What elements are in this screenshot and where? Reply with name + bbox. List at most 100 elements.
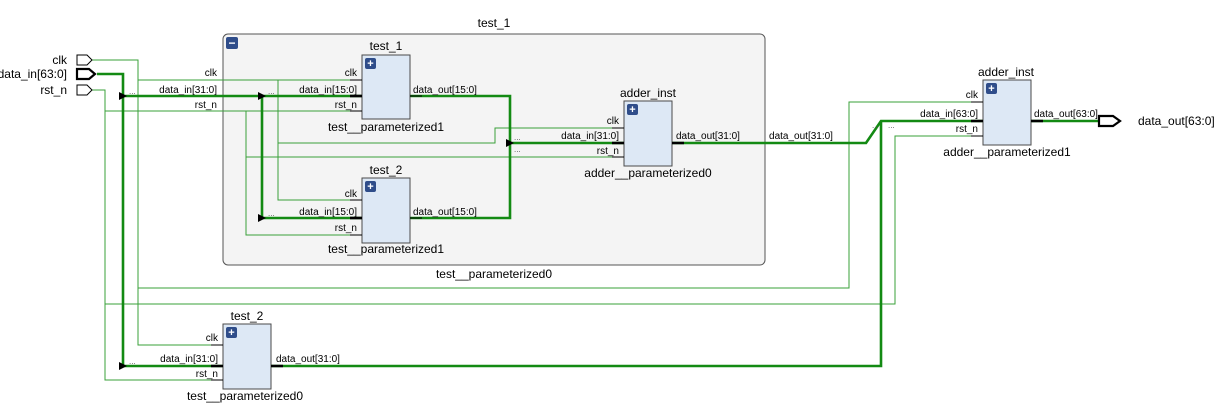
cell-pin-clk: clk — [607, 116, 620, 127]
bus-ellipsis: ... — [268, 209, 275, 218]
bus-taps — [119, 92, 514, 370]
top-ports: clk data_in[63:0] rst_n data_out[63:0] — [0, 53, 1215, 128]
cell-pin-rst-n: rst_n — [335, 100, 357, 111]
expand-button[interactable]: + — [226, 327, 237, 339]
bus-ellipsis: ... — [129, 87, 136, 96]
cell-inner-test-1[interactable]: test_1 + clk data_in[15:0] rst_n data_ou… — [299, 39, 477, 134]
pin-stubs — [350, 79, 422, 112]
hier-block-title: test_1 — [478, 16, 511, 30]
bus-ellipsis: ... — [129, 357, 136, 366]
cell-pin-data-out: data_out[15:0] — [413, 207, 477, 218]
collapse-button[interactable]: − — [226, 36, 238, 50]
expand-glyph: + — [367, 58, 373, 70]
pin-stubs — [971, 101, 983, 137]
expand-icon — [627, 104, 638, 115]
hier-pin-rst-n: rst_n — [195, 100, 217, 111]
cell-pin-data-out: data_out[31:0] — [276, 354, 340, 365]
bus-data-in-main[interactable] — [97, 72, 223, 368]
bus-wires — [97, 72, 1098, 368]
bus-test-2-out[interactable] — [262, 121, 883, 368]
tap-arrow-icon — [119, 92, 127, 100]
net-rst-inner[interactable] — [245, 111, 624, 236]
cell-top-test-2[interactable]: test_2 + clk data_in[31:0] rst_n data_ou… — [160, 309, 340, 403]
input-bus-port-icon — [75, 67, 97, 81]
cell-pin-data-out: data_out[31:0] — [676, 131, 740, 142]
net-clk-top-adder[interactable] — [138, 101, 983, 289]
cell-pin-data-in: data_in[15:0] — [299, 85, 357, 96]
hier-pin-data-in: data_in[31:0] — [159, 85, 217, 96]
port-clk[interactable]: clk — [52, 53, 93, 67]
port-label-data-out: data_out[63:0] — [1138, 114, 1215, 128]
hier-pin-clk: clk — [205, 68, 218, 79]
cell-subtitle: adder__parameterized0 — [584, 166, 712, 180]
cell-pin-rst-n: rst_n — [956, 124, 978, 135]
port-label-data-in: data_in[63:0] — [0, 67, 67, 81]
net-clk-inner[interactable] — [277, 79, 624, 201]
port-data-out[interactable]: data_out[63:0] — [1097, 114, 1215, 128]
net-rst-top-adder[interactable] — [105, 135, 983, 305]
expand-glyph: + — [228, 327, 234, 339]
cell-pin-rst-n: rst_n — [196, 369, 218, 380]
cell-pin-clk: clk — [206, 333, 219, 344]
port-label-clk: clk — [52, 53, 68, 67]
expand-icon — [226, 327, 237, 338]
cell-pin-data-in: data_in[31:0] — [160, 354, 218, 365]
pin-stubs — [350, 199, 422, 236]
expand-button[interactable]: + — [986, 83, 997, 95]
bus-inner-outputs[interactable] — [410, 94, 512, 220]
cell-pin-data-in: data_in[31:0] — [561, 131, 619, 142]
expand-button[interactable]: + — [365, 181, 376, 193]
cell-subtitle: adder__parameterized1 — [943, 145, 1071, 159]
expand-icon — [365, 58, 376, 69]
hier-block-frame — [222, 33, 766, 266]
signal-wires — [91, 59, 983, 381]
tap-arrow-icon — [506, 139, 514, 147]
cell-pin-data-in: data_in[15:0] — [299, 207, 357, 218]
cell-title: test_2 — [231, 309, 264, 323]
cell-pin-data-in: data_in[63:0] — [920, 109, 978, 120]
pin-stubs — [211, 344, 223, 381]
hier-block-test-1[interactable]: test_1 test__parameterized0 − — [222, 16, 766, 281]
expand-icon — [365, 181, 376, 192]
tap-arrow-icon — [258, 214, 266, 222]
cell-title: adder_inst — [978, 65, 1035, 79]
cell-pin-clk: clk — [966, 90, 979, 101]
net-clk-main[interactable] — [91, 59, 223, 346]
cell-title: adder_inst — [620, 86, 677, 100]
cell-pin-clk: clk — [345, 68, 358, 79]
cell-top-adder[interactable]: adder_inst + clk data_in[63:0] rst_n dat… — [920, 65, 1098, 159]
input-port-icon — [76, 84, 93, 96]
cell-subtitle: test__parameterized1 — [328, 120, 444, 134]
cell-pin-rst-n: rst_n — [335, 223, 357, 234]
cell-pin-data-out: data_out[63:0] — [1034, 109, 1098, 120]
net-rst-main[interactable] — [91, 89, 223, 381]
bus-ellipsis: ... — [872, 121, 879, 130]
expand-button[interactable]: + — [365, 58, 376, 70]
expand-glyph: + — [367, 181, 373, 193]
expand-button[interactable]: + — [627, 104, 638, 116]
hier-block-subtitle: test__parameterized0 — [436, 267, 552, 281]
port-data-in[interactable]: data_in[63:0] — [0, 67, 97, 81]
bus-ellipsis: ... — [888, 121, 895, 130]
bus-hier-out[interactable] — [672, 119, 983, 145]
cell-inner-test-2[interactable]: test_2 + clk data_in[15:0] rst_n data_ou… — [299, 163, 477, 256]
cell-title: test_1 — [370, 39, 403, 53]
expand-icon — [986, 83, 997, 94]
bus-ellipsis: ... — [514, 145, 521, 154]
bus-ellipsis: ... — [514, 133, 521, 142]
port-label-rst-n: rst_n — [40, 83, 67, 97]
cell-pin-data-out: data_out[15:0] — [413, 85, 477, 96]
hier-pin-data-out: data_out[31:0] — [769, 131, 833, 142]
tap-arrow-icon — [258, 92, 266, 100]
cell-subtitle: test__parameterized0 — [187, 389, 303, 403]
cell-pin-rst-n: rst_n — [597, 146, 619, 157]
collapse-glyph: − — [228, 36, 235, 50]
cell-inner-adder[interactable]: adder_inst + clk data_in[31:0] rst_n dat… — [561, 86, 740, 180]
port-rst-n[interactable]: rst_n — [40, 83, 93, 97]
tap-arrow-icon — [119, 362, 127, 370]
collapse-icon — [226, 37, 238, 49]
input-port-icon — [76, 54, 93, 66]
cell-body — [361, 54, 411, 120]
hier-block-pin-labels: clk data_in[31:0] rst_n data_out[31:0] .… — [129, 68, 895, 366]
